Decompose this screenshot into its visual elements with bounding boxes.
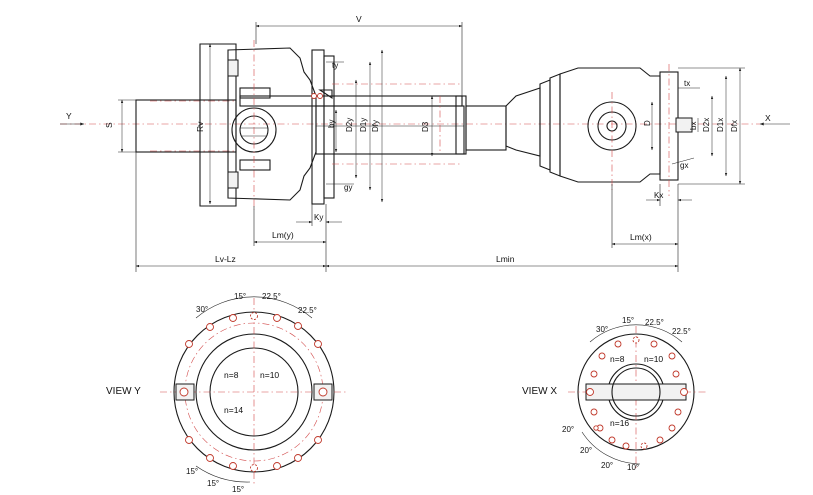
view-x-label: X: [765, 113, 771, 123]
view-y-n10: n=10: [260, 370, 279, 380]
view-x-angle-20-a: 20°: [562, 425, 574, 434]
right-yoke: [505, 64, 693, 196]
dim-gx: gx: [680, 161, 688, 170]
view-x-angle-22-5-a: 22.5°: [645, 318, 664, 327]
view-y-angle-15-top: 15°: [234, 292, 246, 301]
view-y-n8: n=8: [224, 370, 239, 380]
dim-Rv: Rv: [195, 121, 205, 132]
view-y-angle-15-b: 15°: [207, 479, 219, 488]
view-x-title: VIEW X: [522, 386, 557, 397]
dim-Lv-Lz: Lv-Lz: [215, 254, 236, 264]
view-y-angle-15-a: 15°: [186, 467, 198, 476]
dim-ty: ty: [332, 61, 338, 70]
view-y-n14: n=14: [224, 405, 243, 415]
view-x-angle-30: 30°: [596, 325, 608, 334]
telescopic-tube: [239, 49, 507, 205]
view-x-bolt-holes: [590, 336, 682, 450]
dim-D: D: [643, 120, 652, 126]
dim-V: V: [356, 14, 362, 24]
dim-Lm-x: Lm(x): [630, 232, 652, 242]
view-y-angle-30: 30°: [196, 305, 208, 314]
view-x-n10: n=10: [644, 354, 663, 364]
view-y-title: VIEW Y: [106, 386, 141, 397]
dim-D1y: D1y: [359, 118, 368, 132]
view-y: VIEW Y 30° 15° 22.5°: [106, 292, 348, 494]
dim-Kx: Kx: [654, 191, 663, 200]
dim-Dfy: Dfy: [371, 120, 380, 132]
view-x-angle-15: 15°: [622, 316, 634, 325]
left-yoke: Rv: [195, 40, 317, 210]
dim-D1x: D1x: [716, 118, 725, 132]
view-x-angle-20-b: 20°: [580, 446, 592, 455]
view-y-angle-22-5-b: 22.5°: [298, 306, 317, 315]
left-shaft: S: [104, 99, 237, 153]
view-x-n16: n=16: [610, 418, 629, 428]
dim-D3: D3: [421, 121, 430, 132]
view-x-angle-20-c: 20°: [601, 461, 613, 470]
dim-Lm-y: Lm(y): [272, 230, 294, 240]
dim-tx: tx: [684, 79, 690, 88]
dim-Lmin: Lmin: [496, 254, 515, 264]
view-x-angle-10: 10°: [627, 463, 639, 472]
dim-bx: bx: [689, 122, 698, 130]
dim-S: S: [104, 122, 114, 128]
dim-Dfx: Dfx: [730, 120, 739, 132]
dim-D2x: D2x: [702, 118, 711, 132]
dim-gy: gy: [344, 183, 352, 192]
dim-D2y: D2y: [345, 118, 354, 132]
view-x-n8: n=8: [610, 354, 625, 364]
view-x: VIEW X 30° 15° 2: [522, 316, 706, 472]
dim-Ky: Ky: [314, 213, 323, 222]
view-y-angle-15-c: 15°: [232, 485, 244, 494]
view-y-label: Y: [66, 111, 72, 121]
dim-by: by: [327, 120, 336, 128]
view-y-bolt-holes: [185, 312, 322, 472]
side-view: Y X S Rv: [60, 14, 790, 272]
view-x-angle-22-5-b: 22.5°: [672, 327, 691, 336]
view-y-angle-22-5-a: 22.5°: [262, 292, 281, 301]
